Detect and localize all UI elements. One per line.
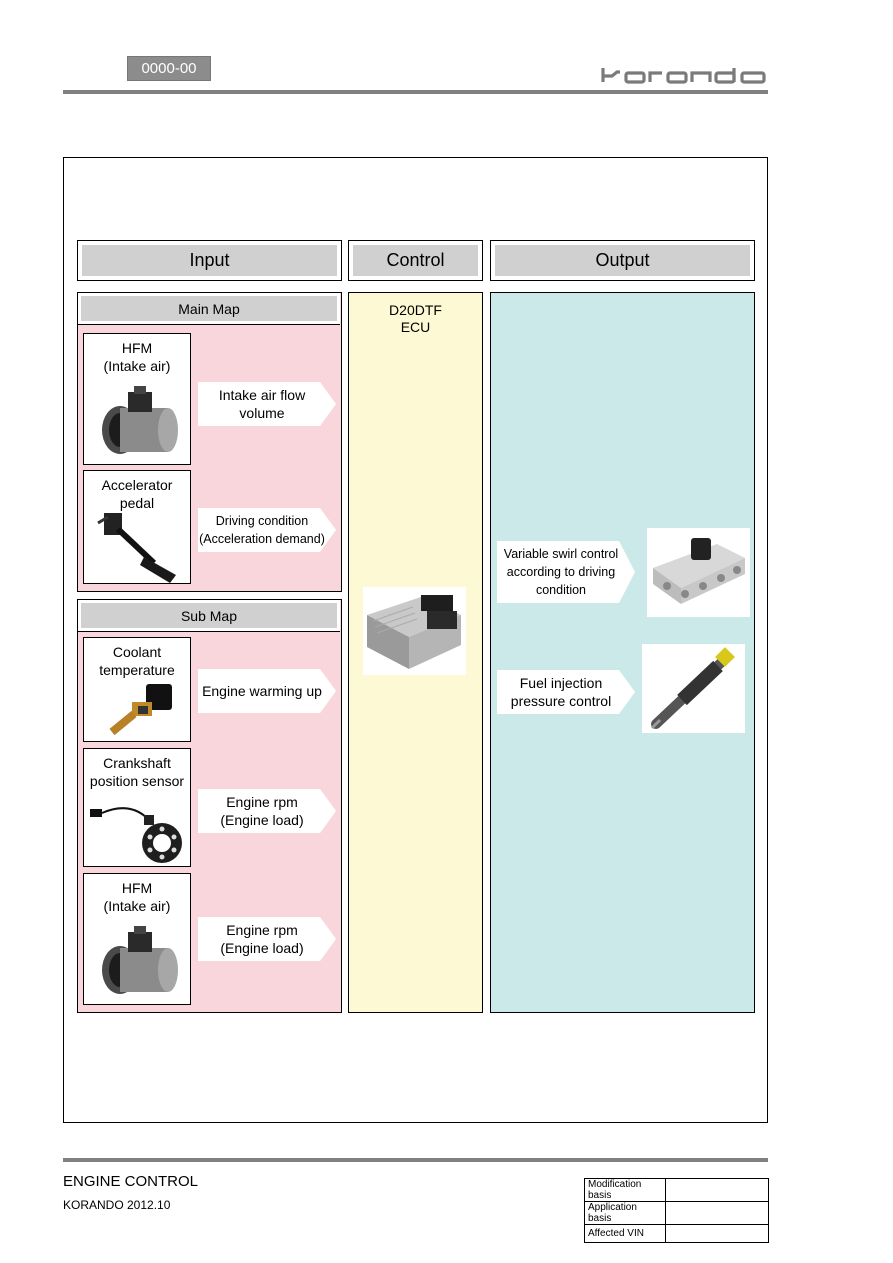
accelerator-component-label: Accelerator pedal <box>101 477 173 511</box>
intake-air-flow-arrow: Intake air flow volume <box>198 382 336 426</box>
hfm-sub-sensor-image <box>102 926 178 994</box>
coolant-component-label: Coolant temperature <box>99 644 175 678</box>
hfm-component-card: HFM (Intake air) <box>83 333 191 465</box>
ecu-label: D20DTF ECU <box>389 302 442 335</box>
accelerator-pedal-image <box>97 513 176 583</box>
revision-label: Affected VIN <box>584 1224 666 1243</box>
footer-rule <box>63 1158 768 1162</box>
crank-rpm-label: Engine rpm (Engine load) <box>220 794 304 828</box>
output-header-label: Output <box>495 245 750 276</box>
driving-condition-label: Driving condition (Acceleration demand) <box>199 514 325 546</box>
main-map-title: Main Map <box>81 296 337 321</box>
intake-manifold-image <box>647 528 750 617</box>
footer-subtitle: KORANDO 2012.10 <box>63 1198 171 1212</box>
ecu-image <box>363 587 466 675</box>
engine-warming-arrow: Engine warming up <box>198 669 336 713</box>
fuel-injector-image <box>642 644 745 733</box>
diagram-frame <box>63 157 768 1123</box>
crank-rpm-arrow: Engine rpm (Engine load) <box>198 789 336 833</box>
revision-value <box>665 1178 769 1202</box>
revision-row: Application basis <box>584 1201 769 1225</box>
coolant-component-card: Coolant temperature <box>83 637 191 742</box>
crankshaft-component-label: Crankshaft position sensor <box>89 755 185 789</box>
hfm-rpm-label: Engine rpm (Engine load) <box>220 922 304 956</box>
control-header-label: Control <box>353 245 478 276</box>
revision-value <box>665 1224 769 1243</box>
header-rule <box>63 90 768 94</box>
intake-air-flow-label: Intake air flow volume <box>218 387 306 421</box>
output-column-header: Output <box>490 240 755 281</box>
engine-warming-label: Engine warming up <box>202 683 322 699</box>
crankshaft-component-card: Crankshaft position sensor <box>83 748 191 867</box>
input-column-header: Input <box>77 240 342 281</box>
revision-table: Modification basis Application basis Aff… <box>584 1178 769 1243</box>
revision-row: Affected VIN <box>584 1224 769 1243</box>
revision-label: Modification basis <box>584 1178 666 1202</box>
document-code: 0000-00 <box>127 56 211 81</box>
coolant-sensor-image <box>109 684 172 736</box>
fuel-injection-label: Fuel injection pressure control <box>510 675 612 709</box>
sub-map-title: Sub Map <box>81 603 337 628</box>
revision-label: Application basis <box>584 1201 666 1225</box>
input-header-label: Input <box>82 245 337 276</box>
hfm-component-label: HFM (Intake air) <box>103 340 171 374</box>
hfm-rpm-arrow: Engine rpm (Engine load) <box>198 917 336 961</box>
hfm-sensor-image <box>102 386 178 454</box>
swirl-control-label: Variable swirl control according to driv… <box>503 547 619 597</box>
revision-row: Modification basis <box>584 1178 769 1202</box>
driving-condition-arrow: Driving condition (Acceleration demand) <box>198 508 336 552</box>
hfm-sub-component-label: HFM (Intake air) <box>103 880 171 914</box>
sub-map-header: Sub Map <box>78 600 340 632</box>
accelerator-component-card: Accelerator pedal <box>83 470 191 584</box>
korando-logo <box>601 68 766 84</box>
fuel-injection-arrow: Fuel injection pressure control <box>497 670 635 714</box>
revision-value <box>665 1201 769 1225</box>
footer-title: ENGINE CONTROL <box>63 1173 199 1190</box>
crankshaft-sensor-image <box>90 807 182 863</box>
swirl-control-arrow: Variable swirl control according to driv… <box>497 541 635 603</box>
hfm-sub-component-card: HFM (Intake air) <box>83 873 191 1005</box>
control-column-header: Control <box>348 240 483 281</box>
main-map-header: Main Map <box>78 293 340 325</box>
